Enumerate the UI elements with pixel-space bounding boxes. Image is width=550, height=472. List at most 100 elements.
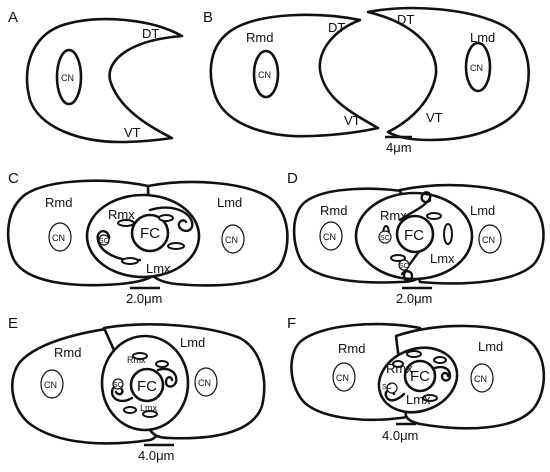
panel-c-inclusion-3 — [121, 257, 139, 265]
panel-f-left-canal-nucleus — [332, 362, 356, 392]
panel-e-letter: E — [8, 315, 18, 332]
panel-b-cn-left-label: CN — [258, 70, 271, 80]
panel-a-cn-label: CN — [61, 73, 74, 83]
panel-e-lmd-label: Lmd — [180, 335, 205, 350]
panel-c-inclusion-4 — [158, 214, 174, 222]
panel-d-fc-label: FC — [404, 227, 424, 244]
panel-c-lmd-label: Lmd — [217, 195, 242, 210]
panel-a-vt-label: VT — [124, 125, 141, 140]
panel-f-rmd-label: Rmd — [338, 341, 365, 356]
panel-b-dt-right-label: DT — [397, 12, 414, 27]
panel-b-right-mandible — [209, 13, 380, 138]
panel-c-lmx-label: Lmx — [146, 261, 171, 276]
panel-d-cn-left-label: CN — [323, 232, 336, 242]
panel-f-food-canal — [403, 359, 437, 393]
panel-d: D FC SC SC CN CN Rmd Lmd Rmx Lmx 2.0μm — [287, 170, 545, 306]
panel-b-scale-label: 4μm — [386, 140, 412, 155]
panel-d-letter: D — [287, 170, 298, 187]
panel-f-inclusion-3 — [422, 394, 438, 402]
panel-e-salivary-canal — [112, 378, 124, 390]
panel-b-letter: B — [203, 9, 213, 26]
panel-e-cn-left-label: CN — [44, 380, 57, 390]
panel-d-bottom-salivary-canal — [398, 259, 410, 271]
panel-b-right-canal-nucleus — [464, 41, 492, 93]
panel-b-rmd-label: Rmd — [246, 30, 273, 45]
panel-d-inclusion-2 — [443, 223, 453, 245]
panel-d-sc-bottom-label: SC — [399, 263, 409, 270]
panel-f-cn-left-label: CN — [336, 373, 349, 383]
panel-e-inclusion-3 — [142, 410, 158, 418]
panel-d-rmx-label: Rmx — [380, 208, 407, 223]
panel-c-rmx-label: Rmx — [108, 207, 135, 222]
panel-e-fc-label: FC — [137, 378, 157, 395]
panel-b-left-mandible — [366, 6, 530, 142]
panel-e-right-canal-nucleus — [194, 367, 218, 397]
panel-b: B CN CN Rmd Lmd DT DT VT VT 4μm — [203, 6, 530, 155]
panel-d-lmd-label: Lmd — [470, 203, 495, 218]
panel-e-cn-right-label: CN — [198, 378, 211, 388]
panel-f-inclusion-1 — [406, 350, 422, 358]
panel-f-lmd-label: Lmd — [478, 339, 503, 354]
panel-e-rmx-label: Rmx — [127, 355, 146, 365]
panel-f-salivary-canal — [386, 382, 398, 394]
panel-b-left-canal-nucleus — [252, 49, 280, 99]
panel-e-left-canal-nucleus — [40, 369, 64, 399]
panel-e-inclusion-2 — [155, 360, 169, 368]
panel-d-inclusion-3 — [390, 254, 406, 262]
panel-a-letter: A — [8, 9, 18, 26]
panel-d-right-canal-nucleus — [478, 224, 502, 254]
panel-e-food-canal — [129, 367, 165, 403]
panel-e-right-maxilla-hook — [156, 367, 178, 388]
panel-c-letter: C — [8, 170, 19, 187]
panel-c-right-canal-nucleus — [221, 224, 245, 254]
panel-d-left-canal-nucleus — [319, 221, 343, 251]
panel-c-inclusion-1 — [117, 219, 135, 227]
panel-e-lmx-label: Lmx — [140, 403, 158, 413]
panel-c-right-maxilla-hook — [148, 206, 194, 233]
panel-c: C FC SC CN CN Rmd Lmd Rmx Lmx 2.0μm — [6, 170, 289, 306]
panel-f: F FC SC CN CN Rmd Lmd Rmx Lmx 4.0μm — [287, 315, 546, 443]
panel-f-letter: F — [287, 315, 296, 332]
panel-b-vt-right-label: VT — [426, 110, 443, 125]
panel-a: A CN DT VT — [8, 9, 184, 144]
panel-c-scale-label: 2.0μm — [126, 291, 162, 306]
panel-a-dt-label: DT — [142, 26, 159, 41]
panel-f-fc-label: FC — [410, 368, 430, 385]
panel-c-cn-right-label: CN — [225, 235, 238, 245]
panel-d-cn-right-label: CN — [482, 235, 495, 245]
panel-b-cn-right-label: CN — [470, 63, 483, 73]
panel-d-lmx-label: Lmx — [430, 251, 455, 266]
panel-d-inclusion-1 — [426, 212, 442, 220]
panel-c-fc-label: FC — [140, 225, 160, 242]
panel-e-inclusion-1 — [132, 352, 148, 360]
panel-d-right-maxilla-hook — [398, 191, 432, 222]
panel-f-sc-label: SC — [382, 384, 392, 391]
panel-f-right-canal-nucleus — [470, 363, 494, 393]
panel-d-scale-label: 2.0μm — [396, 291, 432, 306]
panel-e-rmd-label: Rmd — [54, 345, 81, 360]
panel-e: E FC SC CN CN Rmd Lmd Rmx Lmx 4.0μm — [8, 315, 266, 463]
panel-a-canal-nucleus — [55, 48, 83, 106]
panel-c-food-canal — [130, 213, 170, 253]
panel-c-inclusion-2 — [167, 242, 185, 250]
panel-c-sc-label: SC — [99, 238, 109, 245]
panel-e-scale-label: 4.0μm — [138, 448, 174, 463]
panel-d-left-salivary-canal — [378, 230, 392, 244]
panel-c-salivary-canal — [98, 234, 110, 246]
panel-c-left-canal-nucleus — [48, 222, 72, 252]
panel-b-vt-left-label: VT — [344, 113, 361, 128]
panel-c-cn-left-label: CN — [52, 233, 65, 243]
panel-f-right-maxilla-hook — [428, 365, 452, 382]
panel-b-dt-left-label: DT — [328, 20, 345, 35]
panel-c-rmd-label: Rmd — [45, 195, 72, 210]
panel-d-sc-left-label: SC — [380, 235, 390, 242]
panel-e-inclusion-4 — [123, 406, 137, 414]
panel-b-lmd-label: Lmd — [470, 30, 495, 45]
panel-f-lmx-label: Lmx — [406, 392, 431, 407]
panel-d-rmd-label: Rmd — [320, 203, 347, 218]
panel-e-sc-label: SC — [113, 382, 123, 389]
panel-f-scale-label: 4.0μm — [382, 428, 418, 443]
panel-f-inclusion-4 — [392, 360, 404, 368]
panel-f-cn-right-label: CN — [474, 374, 487, 384]
